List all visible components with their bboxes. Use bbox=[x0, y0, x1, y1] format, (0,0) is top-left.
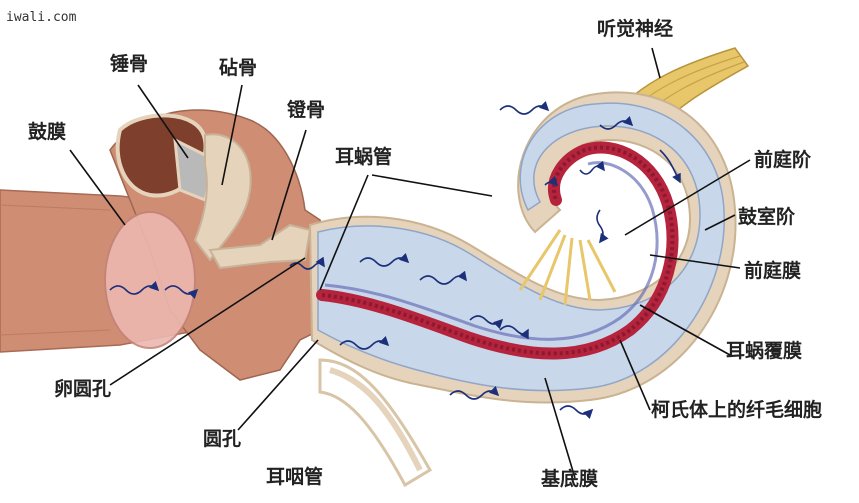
label-eustachian-tube: 耳咽管 bbox=[266, 468, 323, 487]
label-basilar-membrane: 基底膜 bbox=[541, 470, 598, 489]
label-auditory-nerve: 听觉神经 bbox=[597, 20, 673, 39]
label-stirrup: 镫骨 bbox=[287, 101, 325, 120]
label-vestibular-membrane: 前庭膜 bbox=[744, 262, 801, 281]
label-oval-window: 卵圆孔 bbox=[54, 380, 111, 399]
label-hair-cells: 柯氏体上的纤毛细胞 bbox=[651, 401, 822, 420]
label-cochlear-duct: 耳蜗管 bbox=[335, 148, 392, 167]
label-anvil: 砧骨 bbox=[219, 59, 257, 78]
watermark-text: iwali.com bbox=[6, 10, 76, 25]
eardrum-shape bbox=[105, 212, 195, 348]
label-scala-vestibuli: 前庭阶 bbox=[754, 151, 811, 170]
label-scala-tympani: 鼓室阶 bbox=[738, 208, 795, 227]
label-eardrum: 鼓膜 bbox=[28, 123, 66, 142]
label-hammer: 锤骨 bbox=[110, 55, 148, 74]
label-tectorial-membrane: 耳蜗覆膜 bbox=[726, 342, 802, 361]
label-round-window: 圆孔 bbox=[203, 430, 241, 449]
